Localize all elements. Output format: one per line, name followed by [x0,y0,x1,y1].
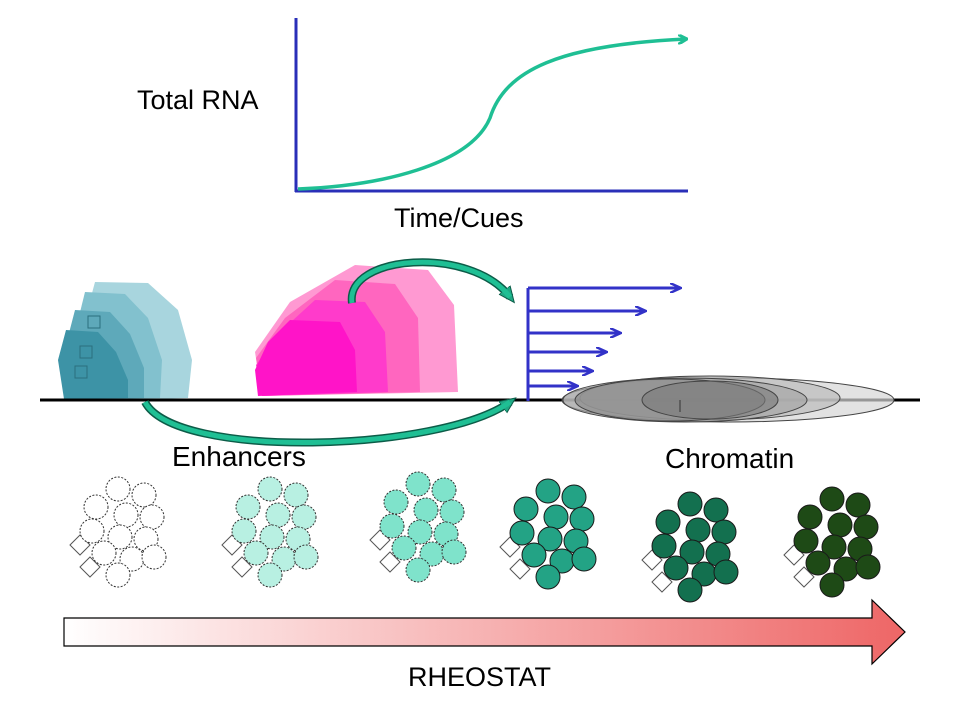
rheostat-arrow [63,598,906,666]
nucleosome-bead [521,542,547,568]
nucleosome-bead [83,494,109,520]
nucleosome-bead [543,504,569,530]
nucleosome-bead [107,524,133,550]
nucleosome-bead [131,482,157,508]
nucleosome-bead [797,504,823,530]
lower-loop-arrow [141,402,510,447]
nucleosome-bead [819,486,845,512]
nucleosome-bead [283,482,309,508]
nucleosome-bead [827,512,853,538]
nucleosome-bead [235,494,261,520]
cluster-light-teal [369,471,467,583]
nucleosome-bead [405,557,431,583]
nucleosome-bead [677,577,703,603]
nucleosome-bead [679,539,705,565]
nucleosome-bead [431,477,457,503]
graph-y-label: Total RNA [137,85,259,115]
nucleosome-bead [569,506,595,532]
nucleosome-bead [265,502,291,528]
nucleosome-bead [257,562,283,588]
nucleosome-bead [513,496,539,522]
nucleosome-bead [535,564,561,590]
looping-arrows [141,258,510,447]
nucleosome-bead [257,476,283,502]
nucleosome-bead [243,540,269,566]
nucleosome-bead [379,513,405,539]
chromatin-label: Chromatin [665,443,794,474]
nucleosome-bead [413,497,439,523]
enhancers-label: Enhancers [172,441,306,472]
rna-graph: Total RNA Time/Cues [137,18,688,233]
cluster-pale-cyan [221,476,319,588]
enhancer-teal [58,282,192,401]
nucleosome-bead [141,544,167,570]
nucleosome-bead [663,555,689,581]
nucleosome-bead [231,518,257,544]
nucleosome-clusters [69,471,881,603]
nucleosome-bead [571,546,597,572]
nucleosome-bead [819,572,845,598]
nucleosome-bead [383,489,409,515]
graph-x-label: Time/Cues [394,203,524,233]
nucleosome-bead [655,509,681,535]
nucleosome-bead [113,502,139,528]
enhancer-magenta [255,265,458,396]
nucleosome-bead [79,518,105,544]
cluster-darkest-green [783,486,881,598]
nucleosome-bead [713,559,739,585]
nucleosome-bead [793,528,819,554]
nucleosome-bead [535,478,561,504]
nucleosome-bead [259,524,285,550]
nucleosome-bead [805,550,831,576]
nucleosome-bead [139,504,165,530]
nucleosome-bead [651,533,677,559]
nucleosome-bead [821,534,847,560]
cluster-dark-teal [641,491,739,603]
nucleosome-bead [407,519,433,545]
nucleosome-bead [845,492,871,518]
nucleosome-bead [703,497,729,523]
nucleosome-bead [677,491,703,517]
nucleosome-bead [711,519,737,545]
nucleosome-bead [439,499,465,525]
nucleosome-bead [105,562,131,588]
rna-curve [297,39,686,191]
nucleosome-bead [91,540,117,566]
nucleosome-bead [685,517,711,543]
rheostat-label: RHEOSTAT [408,662,551,692]
nucleosome-bead [105,476,131,502]
nucleosome-bead [405,471,431,497]
cluster-teal [499,478,597,590]
cluster-white [69,476,167,588]
nucleosome-bead [441,539,467,565]
nucleosome-bead [853,514,879,540]
nucleosome-bead [293,544,319,570]
transcription-arrows [526,288,680,401]
nucleosome-bead [855,554,881,580]
nucleosome-bead [561,484,587,510]
nucleosome-bead [509,520,535,546]
nucleosome-bead [291,504,317,530]
nucleosome-bead [537,526,563,552]
nucleosome-bead [391,535,417,561]
chromatin-nucleosomes [561,375,895,423]
